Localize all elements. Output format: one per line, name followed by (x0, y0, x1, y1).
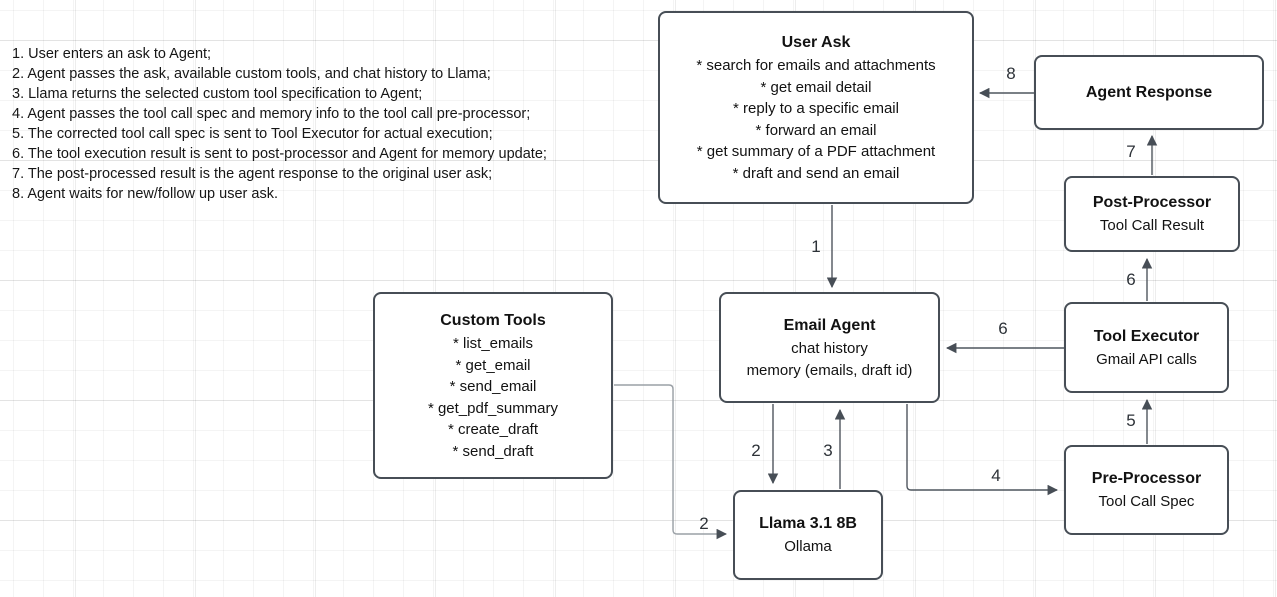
node-user-ask: User Ask * search for emails and attachm… (658, 11, 974, 204)
node-user-ask-item: * get summary of a PDF attachment (696, 143, 936, 160)
note-line: 6. The tool execution result is sent to … (12, 146, 547, 162)
node-email-agent: Email Agent chat history memory (emails,… (719, 292, 940, 403)
node-post-processor-subtitle: Tool Call Result (1099, 217, 1205, 235)
note-line: 7. The post-processed result is the agen… (12, 166, 493, 182)
node-llama: Llama 3.1 8B Ollama (733, 490, 883, 580)
node-email-agent-title: Email Agent (783, 317, 876, 334)
note-line: 3. Llama returns the selected custom too… (12, 86, 423, 102)
node-custom-tools-item: * get_pdf_summary (427, 399, 559, 417)
edge-email-agent-to-pre-processor (906, 404, 1059, 496)
node-user-ask-item: * get email detail (760, 78, 872, 96)
node-tool-executor-title: Tool Executor (1093, 327, 1200, 345)
node-agent-response-title: Agent Response (1085, 83, 1213, 101)
node-llama-subtitle: Ollama (784, 538, 832, 556)
node-custom-tools-item: * create_draft (447, 421, 539, 438)
node-user-ask-item: * search for emails and attachments (696, 57, 936, 74)
node-custom-tools-item: * get_email (455, 356, 531, 374)
node-user-ask-title: User Ask (781, 34, 851, 51)
edge-label-4: 4 (991, 466, 1001, 485)
edge-label-3: 3 (823, 441, 833, 460)
edge-custom-tools-to-llama (614, 384, 728, 540)
node-custom-tools-item: * list_emails (452, 335, 534, 352)
node-email-agent-line: memory (emails, draft id) (746, 361, 913, 379)
node-email-agent-line: chat history (791, 340, 868, 357)
node-llama-title: Llama 3.1 8B (759, 515, 857, 533)
node-custom-tools-title: Custom Tools (440, 312, 546, 329)
note-line: 8. Agent waits for new/follow up user as… (12, 186, 278, 202)
edge-label-2-elbow: 2 (699, 514, 709, 533)
node-agent-response: Agent Response (1034, 55, 1264, 130)
node-user-ask-item: * forward an email (755, 121, 877, 139)
node-pre-processor-subtitle: Tool Call Spec (1098, 493, 1195, 511)
edge-label-6-horizontal: 6 (998, 319, 1008, 338)
node-post-processor-title: Post-Processor (1092, 194, 1212, 212)
edge-label-7: 7 (1126, 142, 1136, 161)
node-pre-processor: Pre-Processor Tool Call Spec (1064, 445, 1229, 535)
edge-label-2-vertical: 2 (751, 441, 761, 460)
note-line: 1. User enters an ask to Agent; (12, 46, 212, 62)
note-line: 5. The corrected tool call spec is sent … (12, 126, 493, 142)
edge-label-5: 5 (1126, 411, 1136, 430)
node-user-ask-item: * draft and send an email (732, 164, 900, 182)
edge-label-8: 8 (1006, 64, 1016, 83)
node-user-ask-item: * reply to a specific email (733, 100, 899, 117)
node-post-processor: Post-Processor Tool Call Result (1064, 176, 1240, 252)
node-custom-tools-item: * send_email (449, 378, 537, 395)
node-tool-executor-subtitle: Gmail API calls (1096, 350, 1197, 368)
edge-label-6-vertical: 6 (1126, 270, 1136, 289)
note-line: 4. Agent passes the tool call spec and m… (12, 106, 531, 122)
node-custom-tools-item: * send_draft (452, 442, 534, 460)
node-custom-tools: Custom Tools * list_emails * get_email *… (373, 292, 613, 479)
node-pre-processor-title: Pre-Processor (1091, 470, 1202, 488)
edge-label-1: 1 (811, 237, 821, 256)
process-notes: 1. User enters an ask to Agent; 2. Agent… (12, 44, 547, 204)
node-tool-executor: Tool Executor Gmail API calls (1064, 302, 1229, 393)
note-line: 2. Agent passes the ask, available custo… (12, 66, 491, 82)
